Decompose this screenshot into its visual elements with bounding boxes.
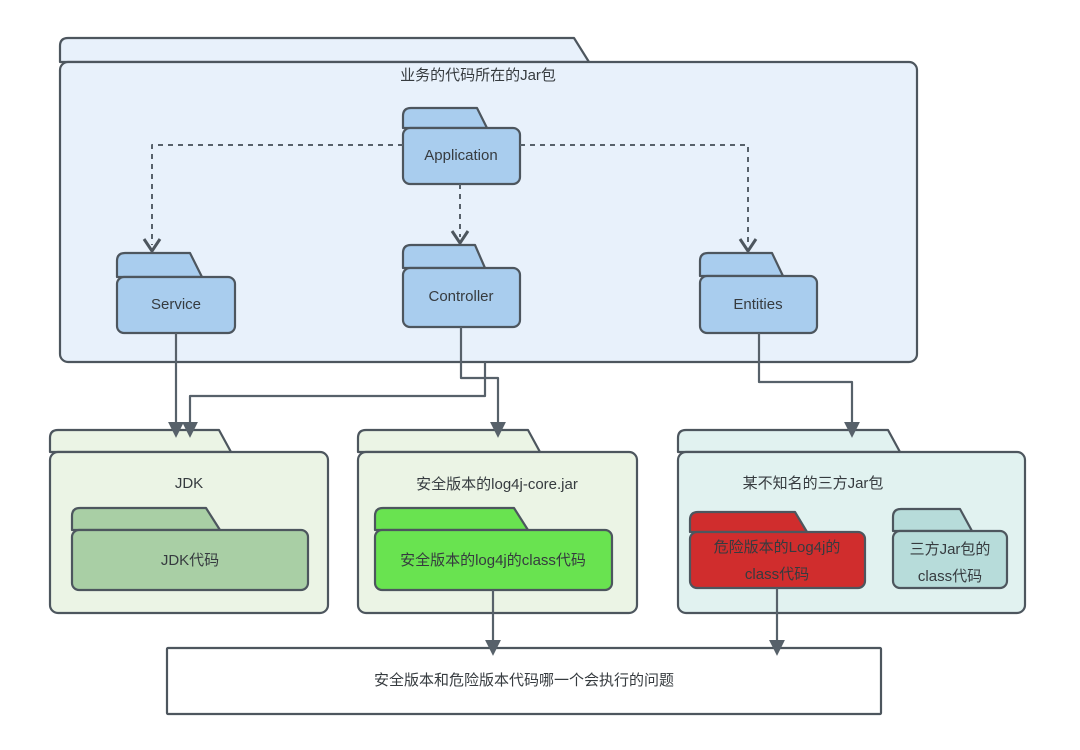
question-box-label: 安全版本和危险版本代码哪一个会执行的问题 <box>373 672 675 689</box>
arrow-entities-to-third-party <box>757 333 860 438</box>
dangerous-log4j-code-label-line2: class代码 <box>744 566 810 583</box>
jdk-code-label: JDK代码 <box>160 552 220 569</box>
arrow-application-to-entities <box>520 144 758 254</box>
safe-log4j-code-label: 安全版本的log4j的class代码 <box>400 552 586 569</box>
application-package-tab <box>401 106 489 130</box>
dangerous-log4j-code-label: 危险版本的Log4j的 class代码 <box>714 534 841 588</box>
safe-log4j-jar-title: 安全版本的log4j-core.jar <box>416 476 578 493</box>
third-party-jar-title: 某不知名的三方Jar包 <box>742 475 884 492</box>
third-party-code-folder-body <box>891 529 1009 590</box>
entities-package-tab <box>698 251 785 278</box>
safe-log4j-jar-folder <box>356 428 639 615</box>
entities-package-label: Entities <box>733 296 783 313</box>
safe-log4j-jar-folder-tab <box>356 428 542 454</box>
jdk-jar-title: JDK <box>174 475 204 492</box>
third-party-code-label-line2: class代码 <box>917 568 983 585</box>
service-package <box>115 251 237 335</box>
jdk-jar-folder <box>48 428 330 615</box>
entities-package <box>698 251 819 335</box>
arrow-controller-to-safe-log4j <box>459 327 506 438</box>
third-party-code-folder-tab <box>891 507 974 533</box>
controller-package <box>401 243 522 329</box>
jdk-code-folder-tab <box>70 506 222 532</box>
arrow-application-to-service <box>142 144 403 254</box>
controller-package-tab <box>401 243 487 270</box>
business-jar-title: 业务的代码所在的Jar包 <box>400 67 556 84</box>
application-package <box>401 106 522 186</box>
jdk-jar-folder-tab <box>48 428 233 454</box>
service-package-label: Service <box>150 296 202 313</box>
business-jar-folder-tab <box>58 36 591 64</box>
application-package-body <box>401 126 522 186</box>
jdk-code-folder-body <box>70 528 310 592</box>
dangerous-log4j-code-label-line1: 危险版本的Log4j的 <box>713 539 841 556</box>
application-package-label: Application <box>424 147 498 164</box>
third-party-jar-folder-tab <box>676 428 902 454</box>
controller-package-label: Controller <box>428 288 494 305</box>
third-party-code-label: 三方Jar包的 class代码 <box>910 536 991 590</box>
third-party-code-label-line1: 三方Jar包的 <box>909 541 991 558</box>
safe-log4j-code-folder-tab <box>373 506 530 532</box>
dangerous-log4j-code-folder-tab <box>688 510 809 534</box>
service-package-tab <box>115 251 204 279</box>
arrow-business-jar-to-jdk <box>182 362 487 438</box>
question-box <box>165 646 883 716</box>
